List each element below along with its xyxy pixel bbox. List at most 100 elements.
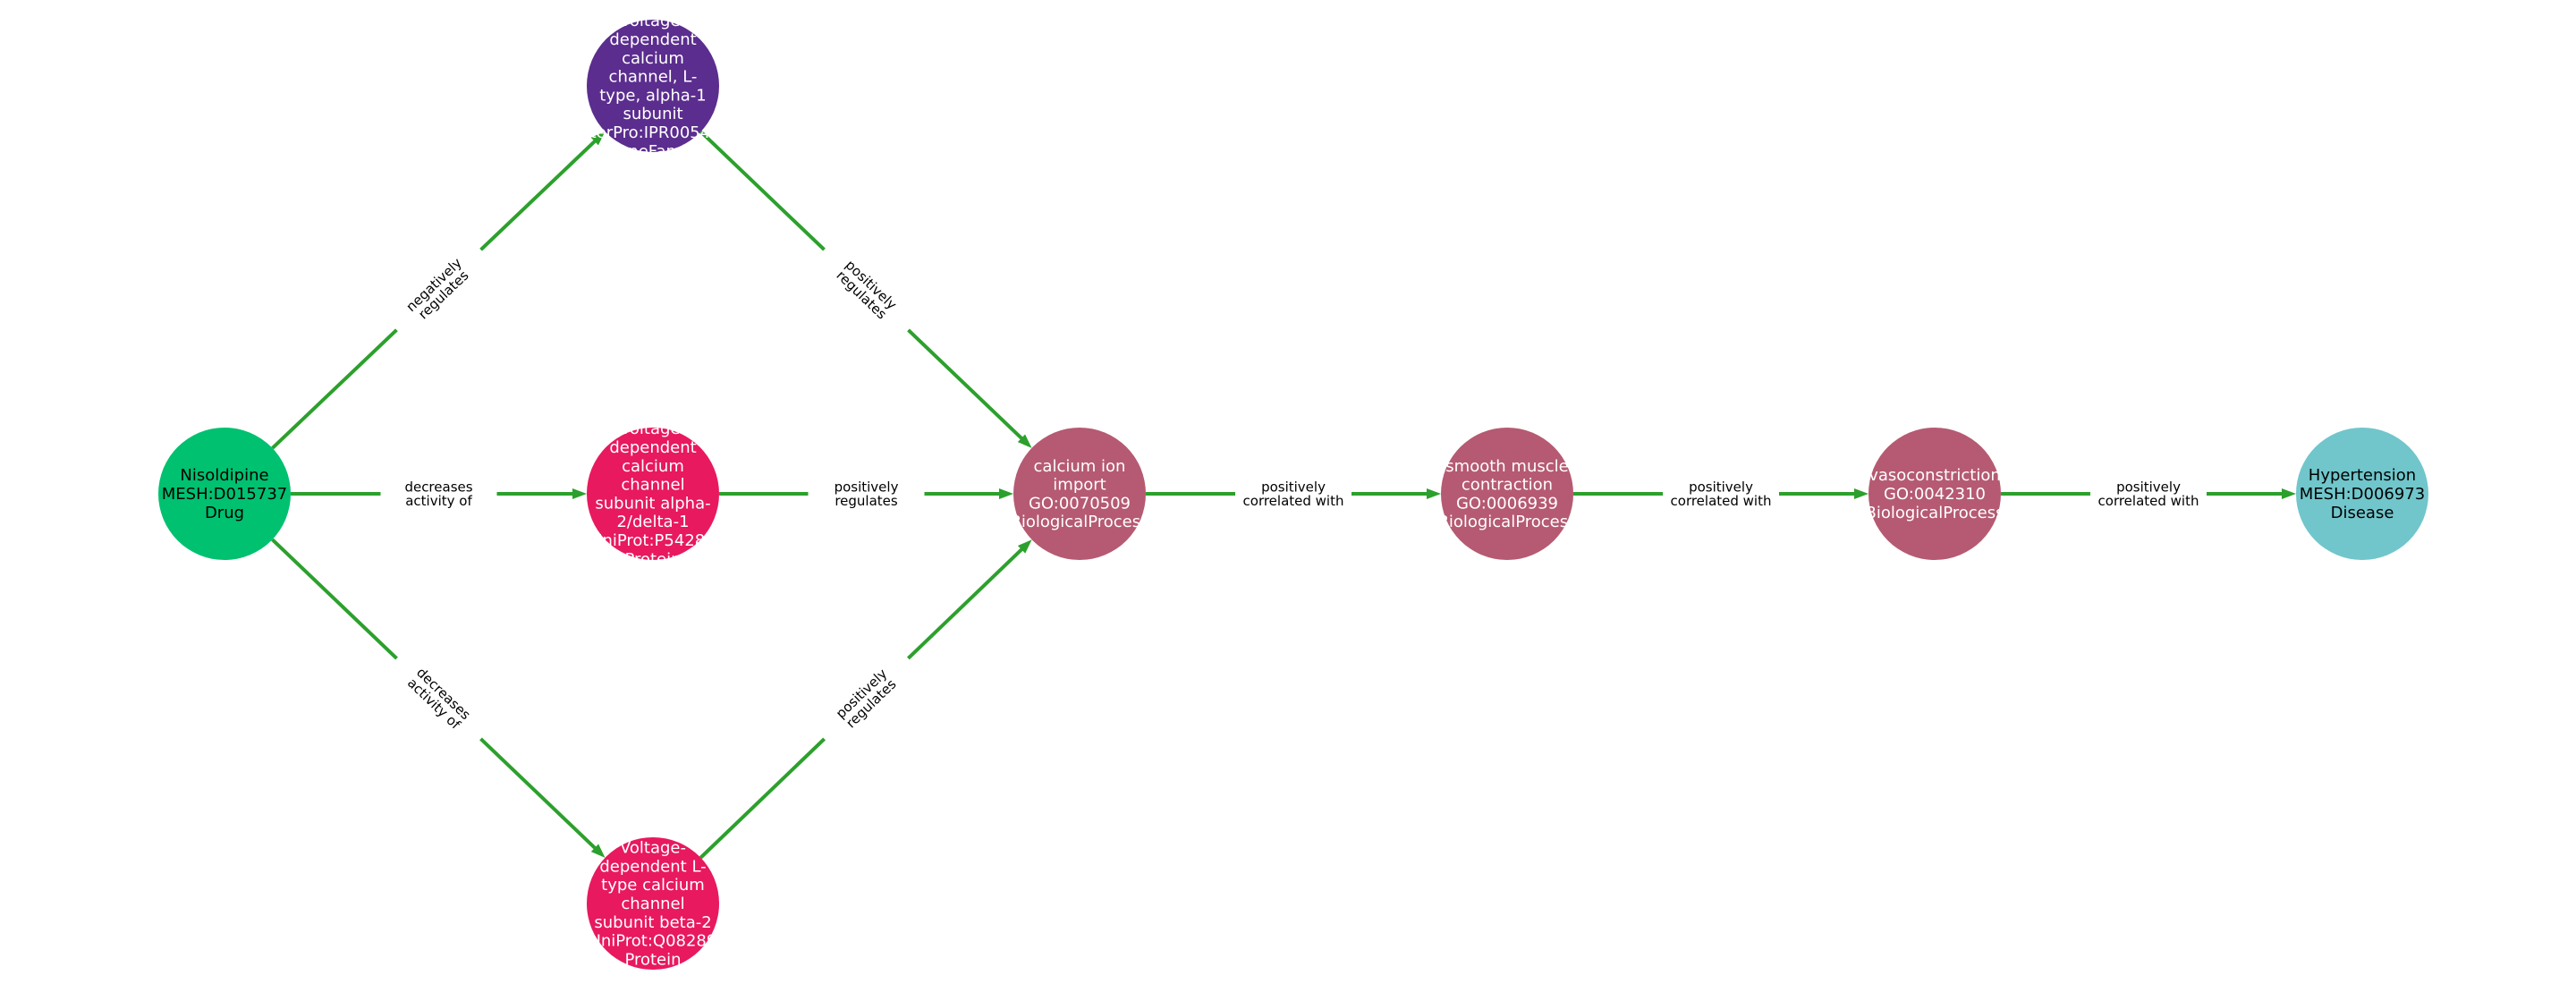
edge-arrowhead	[572, 488, 587, 499]
node-label-line: type, alpha-1	[599, 86, 707, 105]
node-circle[interactable]	[1013, 428, 1146, 560]
node-label-line: channel	[621, 895, 684, 913]
node-cacnb2[interactable]: Voltage-dependent L-type calciumchannels…	[587, 837, 719, 970]
node-circle[interactable]	[587, 20, 719, 152]
node-label-line: UniProt:Q08289	[589, 932, 717, 951]
edge-label-line: positively	[1689, 479, 1753, 495]
node-label-line: Protein	[624, 950, 681, 969]
node-label-line: Hypertension	[2309, 466, 2416, 485]
edge-label-background	[813, 238, 919, 342]
edge-label-background	[808, 478, 925, 510]
node-label-line: Voltage-	[620, 12, 686, 30]
node-label-line: contraction	[1462, 476, 1553, 495]
edge-label-line: positively	[835, 479, 899, 495]
node-label-line: subunit alpha-	[595, 494, 710, 513]
node-label-line: BiologicalProcess	[1865, 504, 2004, 522]
node-label-line: Voltage-	[620, 839, 686, 858]
node-circle[interactable]	[158, 428, 291, 560]
node-label-line: BiologicalProcess	[1437, 513, 1576, 531]
node-label-line: MESH:D015737	[162, 485, 288, 504]
node-label-line: Protein	[624, 550, 681, 569]
node-circle[interactable]	[587, 428, 719, 560]
node-label-line: Drug	[205, 504, 244, 522]
edge-arrowhead	[1427, 488, 1441, 499]
node-label-line: type calcium	[601, 876, 705, 895]
edge-label-line: regulates	[835, 493, 898, 509]
node-label-line: subunit beta-2	[594, 913, 711, 932]
node-label-line: calcium	[622, 49, 684, 68]
node-label-line: InterPro:IPR005446	[575, 123, 731, 142]
edge-label-line: correlated with	[1671, 493, 1772, 509]
node-calcium_import[interactable]: calcium ionimportGO:0070509BiologicalPro…	[1010, 428, 1149, 560]
edge-arrowhead	[1017, 539, 1032, 554]
node-label-line: channel, L-	[609, 68, 698, 87]
edge-arrowhead	[590, 844, 606, 858]
node-label-line: GO:0042310	[1884, 485, 1986, 504]
node-label-line: import	[1053, 476, 1106, 495]
node-circle[interactable]	[1868, 428, 2001, 560]
edge-label-background	[386, 647, 492, 751]
edge-arrowhead	[999, 488, 1013, 499]
node-label-line: GO:0006939	[1456, 494, 1558, 513]
edge-label-line: activity of	[405, 493, 472, 509]
edge-arrowhead	[590, 131, 606, 146]
edge-label-background	[380, 478, 497, 510]
edge-label-background	[813, 647, 919, 751]
edge-arrowhead	[1017, 434, 1032, 448]
edge-label-line: correlated with	[2098, 493, 2199, 509]
edge-arrowhead	[1854, 488, 1868, 499]
node-label-line: channel	[621, 476, 684, 495]
node-label-line: subunit	[623, 105, 682, 123]
node-label-line: calcium ion	[1034, 457, 1126, 476]
node-label-line: GeneFamily	[606, 142, 700, 161]
edge-label-background	[2090, 478, 2207, 510]
edge-label-line: positively	[2116, 479, 2181, 495]
node-circle[interactable]	[1441, 428, 1573, 560]
node-label-line: BiologicalProcess	[1010, 513, 1148, 531]
node-label-line: vasoconstriction	[1868, 466, 2001, 485]
node-label-line: dependent	[609, 438, 696, 457]
node-circle[interactable]	[587, 837, 719, 970]
node-label-line: smooth muscle	[1445, 457, 1568, 476]
node-label-line: UniProt:P54289	[590, 531, 715, 550]
edge-label-line: positively	[1261, 479, 1326, 495]
node-vasoconstriction[interactable]: vasoconstrictionGO:0042310BiologicalProc…	[1865, 428, 2004, 560]
edge-arrowhead	[2282, 488, 2296, 499]
node-label-line: dependent	[609, 30, 696, 49]
edge-label-line: decreases	[404, 479, 472, 495]
nodes-layer: NisoldipineMESH:D015737DrugVoltage-depen…	[158, 12, 2428, 970]
node-label-line: GO:0070509	[1029, 494, 1131, 513]
edge-label-line: correlated with	[1243, 493, 1344, 509]
edge-label-background	[1235, 478, 1352, 510]
edge-label-background	[386, 238, 492, 342]
node-circle[interactable]	[2296, 428, 2428, 560]
node-label-line: calcium	[622, 457, 684, 476]
edge-label-background	[1663, 478, 1779, 510]
node-label-line: 2/delta-1	[616, 513, 689, 531]
node-label-line: Disease	[2331, 504, 2394, 522]
node-label-line: MESH:D006973	[2300, 485, 2426, 504]
node-smooth_muscle[interactable]: smooth musclecontractionGO:0006939Biolog…	[1437, 428, 1577, 560]
